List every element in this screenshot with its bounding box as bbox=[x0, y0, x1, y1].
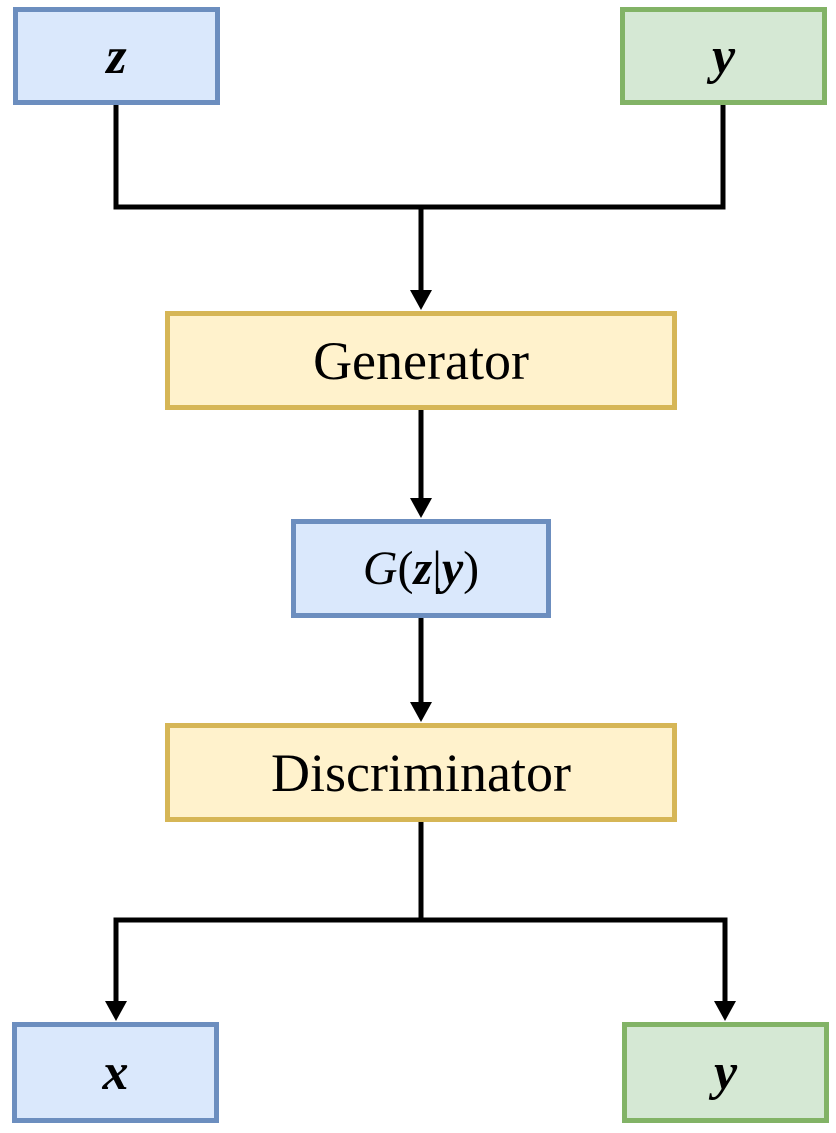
arrowhead-y-output bbox=[714, 1001, 736, 1021]
output-x-label: x bbox=[102, 1044, 129, 1101]
expr-open-paren: ( bbox=[397, 542, 414, 595]
connector-y-to-junction bbox=[421, 105, 726, 210]
arrowhead-x bbox=[105, 1001, 127, 1021]
generated-sample-box: G(z|y) bbox=[291, 519, 551, 618]
generator-label: Generator bbox=[313, 330, 529, 391]
connector-discriminator-split bbox=[113, 822, 424, 1003]
expr-g: G bbox=[362, 542, 398, 595]
expr-close-paren: ) bbox=[463, 542, 480, 595]
input-y-box: y bbox=[620, 7, 827, 105]
output-y-label: y bbox=[713, 1044, 738, 1101]
generated-sample-expression: G(z|y) bbox=[363, 541, 479, 596]
discriminator-box: Discriminator bbox=[165, 723, 677, 822]
output-y-box: y bbox=[622, 1022, 829, 1123]
expr-z: z bbox=[413, 542, 433, 595]
expr-y: y bbox=[441, 542, 464, 595]
arrowhead-generated bbox=[410, 498, 432, 518]
input-z-label: z bbox=[106, 27, 127, 85]
input-y-label: y bbox=[711, 27, 736, 85]
expr-bar: | bbox=[432, 542, 442, 595]
discriminator-label: Discriminator bbox=[271, 742, 571, 803]
input-z-box: z bbox=[13, 7, 220, 105]
output-x-box: x bbox=[12, 1022, 219, 1123]
connector-discriminator-to-y bbox=[421, 917, 728, 1003]
arrowhead-discriminator bbox=[410, 702, 432, 722]
connector-z-to-junction bbox=[113, 105, 421, 210]
arrowhead-generator bbox=[410, 290, 432, 310]
generator-box: Generator bbox=[165, 311, 677, 410]
